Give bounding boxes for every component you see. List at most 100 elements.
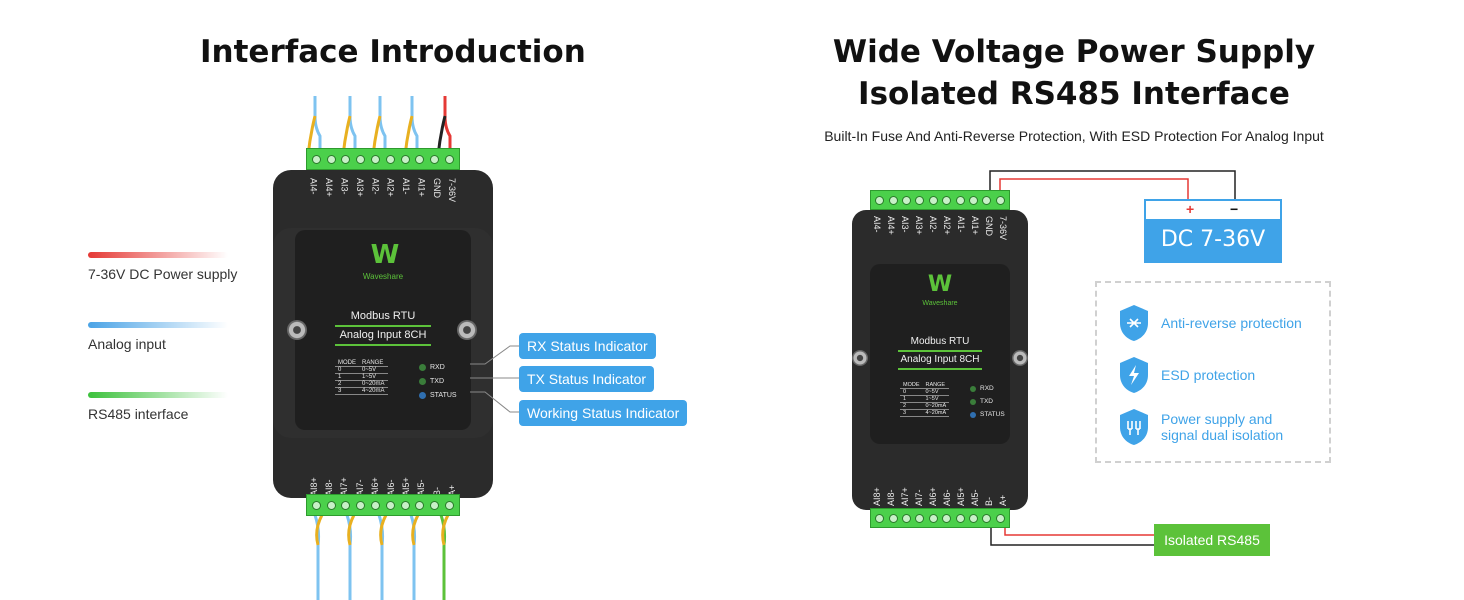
legend: 7-36V DC Power supply Analog input RS485…	[88, 252, 237, 422]
screw	[385, 500, 395, 510]
screw	[995, 513, 1005, 523]
bottom-terminal-block	[870, 508, 1010, 528]
right-title-line2: Isolated RS485 Interface	[858, 76, 1290, 112]
mounting-bolt-icon	[457, 320, 477, 340]
pin-label: AI1+	[970, 216, 980, 235]
led-status: STATUS	[970, 408, 1005, 421]
table-header-cell: RANGE	[359, 360, 388, 367]
module-line1: Modbus RTU	[910, 336, 970, 347]
pin-label: AI7+	[900, 487, 910, 506]
module-body: AI4- AI4+ AI3- AI3+ AI2- AI2+ AI1- AI1+ …	[273, 170, 493, 498]
screw	[415, 154, 425, 164]
pin-label: AI5-	[416, 479, 427, 496]
screw	[326, 500, 336, 510]
brand-label: Waveshare	[362, 272, 404, 281]
pin-label: A+	[998, 494, 1008, 506]
screw	[955, 195, 965, 205]
legend-power-label: 7-36V DC Power supply	[88, 266, 238, 282]
top-terminal-block	[870, 190, 1010, 210]
led-label: TXD	[430, 377, 444, 385]
led-label: TXD	[980, 398, 993, 405]
waveshare-logo-icon: W	[370, 240, 400, 270]
screw	[326, 154, 336, 164]
pin-label: AI7-	[914, 489, 924, 506]
pin-label: B-	[984, 497, 994, 506]
pin-label: AI4+	[886, 216, 896, 235]
pin-label: AI4-	[308, 178, 319, 195]
pin-label: AI5+	[401, 477, 412, 496]
dc-polarity-row: + −	[1146, 201, 1280, 219]
dc-power-box: + − DC 7-36V	[1144, 199, 1282, 263]
pin-label: 7-36V	[447, 178, 458, 203]
anti-reverse-shield-icon	[1120, 305, 1148, 341]
pin-label: AI8-	[324, 479, 335, 496]
callout-rx: RX Status Indicator	[519, 333, 656, 359]
front-panel: W Waveshare Modbus RTU Analog Input 8CH …	[870, 264, 1010, 444]
pin-label: AI8+	[308, 477, 319, 496]
power-wires	[989, 170, 1236, 201]
bottom-terminal-block	[306, 494, 460, 516]
pin-label: AI8-	[886, 489, 896, 506]
table-cell: 4~20mA	[359, 387, 388, 395]
callout-tx: TX Status Indicator	[519, 366, 655, 392]
mounting-bolt-icon	[852, 350, 868, 366]
mounting-bolt-icon	[1012, 350, 1028, 366]
pin-label: AI1-	[956, 216, 966, 233]
led-icon	[970, 385, 976, 392]
module-line2: Analog Input 8CH	[900, 354, 980, 365]
rs485-wires	[990, 525, 1155, 546]
left-module: AI4- AI4+ AI3- AI3+ AI2- AI2+ AI1- AI1+ …	[273, 148, 493, 518]
module-line2: Analog Input 8CH	[339, 329, 427, 341]
right-module: AI4- AI4+ AI3- AI3+ AI2- AI2+ AI1- AI1+ …	[852, 190, 1028, 530]
table-cell: 3	[335, 387, 359, 395]
table-cell: 2	[900, 402, 923, 410]
table-cell: 3	[900, 409, 923, 417]
pin-label: AI3-	[900, 216, 910, 233]
right-title-line1: Wide Voltage Power Supply	[832, 34, 1316, 70]
table-cell: 0~5V	[922, 388, 950, 396]
screw	[311, 500, 321, 510]
arrow-line	[898, 368, 982, 370]
led-status: STATUS	[419, 388, 457, 402]
led-label: STATUS	[430, 391, 457, 399]
top-terminal-block	[306, 148, 460, 170]
screw	[928, 195, 938, 205]
protection-label: Anti-reverse protection	[1161, 315, 1302, 331]
table-cell: 0~20mA	[922, 402, 950, 410]
protection-box: Anti-reverse protection ESD protection P…	[1095, 281, 1331, 463]
dc-label: DC 7-36V	[1146, 219, 1280, 261]
led-list: RXD TXD STATUS	[419, 360, 457, 402]
led-label: RXD	[980, 385, 994, 392]
table-cell: 0~20mA	[359, 380, 388, 388]
screw	[311, 154, 321, 164]
screw	[942, 195, 952, 205]
legend-analog-label: Analog input	[88, 336, 166, 352]
screw	[356, 154, 366, 164]
screw	[445, 500, 455, 510]
table-cell: 1	[335, 373, 359, 381]
screw	[430, 154, 440, 164]
led-rxd: RXD	[419, 360, 457, 374]
led-icon	[419, 363, 426, 371]
brand-label: Waveshare	[922, 300, 958, 307]
screw	[400, 500, 410, 510]
table-header-row: MODE RANGE	[900, 382, 950, 389]
table-cell: 0	[900, 388, 923, 396]
protection-label: ESD protection	[1161, 367, 1256, 383]
arrow-line	[335, 325, 431, 327]
isolation-shield-icon	[1120, 409, 1148, 445]
dc-plus-label: +	[1186, 201, 1195, 217]
right-subtitle: Built-In Fuse And Anti-Reverse Protectio…	[824, 128, 1324, 144]
top-wires	[306, 96, 452, 156]
table-header-row: MODE RANGE	[335, 360, 388, 367]
protection-item: ESD protection	[1117, 355, 1255, 395]
arrow-line	[898, 350, 982, 352]
screw	[982, 513, 992, 523]
screw	[356, 500, 366, 510]
pin-label: AI3-	[339, 178, 350, 195]
pin-label: AI8+	[872, 487, 882, 506]
